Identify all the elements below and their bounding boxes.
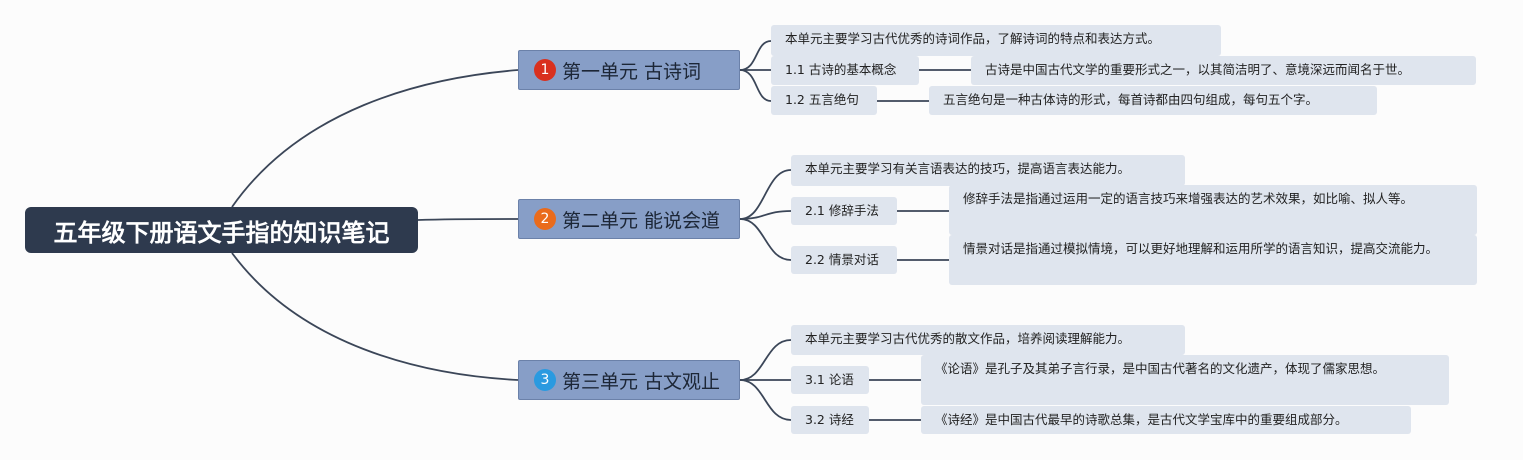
- unit-2-topic[interactable]: 2 第二单元 能说会道: [518, 199, 740, 239]
- number-badge-icon: 1: [534, 59, 556, 81]
- topic-3-2-note[interactable]: 《诗经》是中国古代最早的诗歌总集，是古代文学宝库中的重要组成部分。: [921, 406, 1411, 434]
- topic-1-1-note[interactable]: 古诗是中国古代文学的重要形式之一，以其简洁明了、意境深远而闻名于世。: [971, 56, 1476, 85]
- topic-2-2-note-text: 情景对话是指通过模拟情境，可以更好地理解和运用所学的语言知识，提高交流能力。: [963, 241, 1439, 256]
- connector-unit2-topic1: [739, 210, 792, 220]
- unit-1-summary[interactable]: 本单元主要学习古代优秀的诗词作品，了解诗词的特点和表达方式。: [771, 25, 1221, 56]
- topic-1-2-note[interactable]: 五言绝句是一种古体诗的形式，每首诗都由四句组成，每句五个字。: [929, 86, 1377, 115]
- unit-3-summary-text: 本单元主要学习古代优秀的散文作品，培养阅读理解能力。: [805, 331, 1131, 346]
- topic-1-2-label: 1.2 五言绝句: [785, 92, 859, 107]
- root-topic[interactable]: 五年级下册语文手指的知识笔记: [25, 207, 418, 253]
- unit-1-summary-text: 本单元主要学习古代优秀的诗词作品，了解诗词的特点和表达方式。: [785, 31, 1161, 46]
- topic-2-1-label: 2.1 修辞手法: [805, 203, 879, 218]
- topic-1-1-label: 1.1 古诗的基本概念: [785, 62, 897, 77]
- connector-root-unit1: [231, 69, 519, 208]
- topic-1-2-note-text: 五言绝句是一种古体诗的形式，每首诗都由四句组成，每句五个字。: [943, 92, 1319, 107]
- number-badge-icon: 2: [534, 208, 556, 230]
- topic-2-2-label: 2.2 情景对话: [805, 252, 879, 267]
- topic-3-2[interactable]: 3.2 诗经: [791, 406, 869, 434]
- topic-1-2[interactable]: 1.2 五言绝句: [771, 86, 877, 115]
- root-topic-title: 五年级下册语文手指的知识笔记: [53, 218, 390, 247]
- topic-3-1-label: 3.1 论语: [805, 372, 854, 387]
- unit-1-topic[interactable]: 1 第一单元 古诗词: [518, 50, 740, 90]
- unit-3-summary[interactable]: 本单元主要学习古代优秀的散文作品，培养阅读理解能力。: [791, 325, 1185, 355]
- connector-unit3-summary: [739, 339, 792, 381]
- topic-2-2-note[interactable]: 情景对话是指通过模拟情境，可以更好地理解和运用所学的语言知识，提高交流能力。: [949, 235, 1477, 285]
- topic-2-1-note[interactable]: 修辞手法是指通过运用一定的语言技巧来增强表达的艺术效果，如比喻、拟人等。: [949, 185, 1477, 235]
- unit-3-topic[interactable]: 3 第三单元 古文观止: [518, 360, 740, 400]
- topic-3-1-note[interactable]: 《论语》是孔子及其弟子言行录，是中国古代著名的文化遗产，体现了儒家思想。: [921, 355, 1449, 405]
- connector-root-unit3: [231, 252, 519, 381]
- topic-1-1[interactable]: 1.1 古诗的基本概念: [771, 56, 919, 85]
- topic-3-2-label: 3.2 诗经: [805, 412, 854, 427]
- connector-root-unit2: [417, 218, 519, 221]
- topic-3-2-note-text: 《诗经》是中国古代最早的诗歌总集，是古代文学宝库中的重要组成部分。: [935, 412, 1348, 427]
- connector-unit3-topic2: [739, 379, 792, 421]
- unit-2-summary-text: 本单元主要学习有关言语表达的技巧，提高语言表达能力。: [805, 161, 1131, 176]
- topic-2-1[interactable]: 2.1 修辞手法: [791, 197, 897, 225]
- topic-3-1[interactable]: 3.1 论语: [791, 366, 869, 394]
- unit-2-title: 第二单元 能说会道: [562, 209, 721, 232]
- number-badge-icon: 3: [534, 369, 556, 391]
- connector-unit1-summary: [739, 40, 772, 71]
- topic-1-1-note-text: 古诗是中国古代文学的重要形式之一，以其简洁明了、意境深远而闻名于世。: [985, 62, 1411, 77]
- unit-2-summary[interactable]: 本单元主要学习有关言语表达的技巧，提高语言表达能力。: [791, 155, 1185, 186]
- topic-2-1-note-text: 修辞手法是指通过运用一定的语言技巧来增强表达的艺术效果，如比喻、拟人等。: [963, 191, 1414, 206]
- connector-unit2-topic2: [739, 218, 792, 261]
- connector-unit2-summary: [739, 169, 792, 220]
- unit-1-title: 第一单元 古诗词: [562, 60, 702, 83]
- topic-2-2[interactable]: 2.2 情景对话: [791, 246, 897, 274]
- unit-3-title: 第三单元 古文观止: [562, 370, 721, 393]
- topic-3-1-note-text: 《论语》是孔子及其弟子言行录，是中国古代著名的文化遗产，体现了儒家思想。: [935, 361, 1386, 376]
- connector-unit1-topic2: [739, 69, 772, 102]
